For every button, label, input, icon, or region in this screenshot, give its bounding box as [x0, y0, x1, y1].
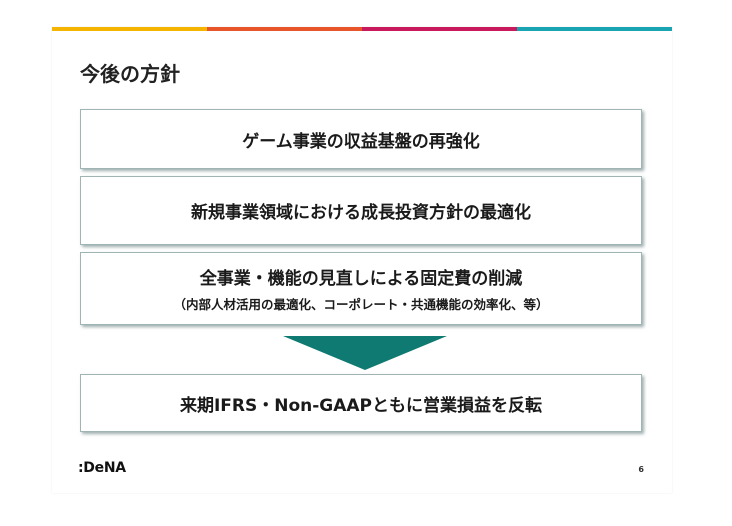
header-stripe-teal	[517, 27, 672, 31]
dena-logo: :DeNA	[78, 460, 126, 476]
policy-box-3: 全事業・機能の見直しによる固定費の削減 （内部人材活用の最適化、コーポレート・共…	[80, 252, 642, 325]
slide: 今後の方針 ゲーム事業の収益基盤の再強化 新規事業領域における成長投資方針の最適…	[52, 27, 672, 493]
page-number: 6	[638, 465, 644, 474]
policy-box-3-subtext: （内部人材活用の最適化、コーポレート・共通機能の効率化、等）	[173, 297, 549, 312]
policy-box-2: 新規事業領域における成長投資方針の最適化	[80, 176, 642, 245]
header-stripe-yellow	[52, 27, 207, 31]
header-stripe-magenta	[362, 27, 517, 31]
result-box-text: 来期IFRS・Non-GAAPともに営業損益を反転	[179, 395, 543, 416]
policy-box-2-text: 新規事業領域における成長投資方針の最適化	[191, 203, 531, 223]
result-box: 来期IFRS・Non-GAAPともに営業損益を反転	[80, 374, 642, 432]
policy-box-3-text: 全事業・機能の見直しによる固定費の削減	[199, 269, 523, 289]
policy-box-1-text: ゲーム事業の収益基盤の再強化	[242, 131, 480, 152]
down-triangle-arrow-icon	[283, 336, 447, 370]
slide-title: 今後の方針	[80, 62, 180, 86]
policy-box-1: ゲーム事業の収益基盤の再強化	[80, 109, 642, 169]
header-stripe-orange	[207, 27, 362, 31]
